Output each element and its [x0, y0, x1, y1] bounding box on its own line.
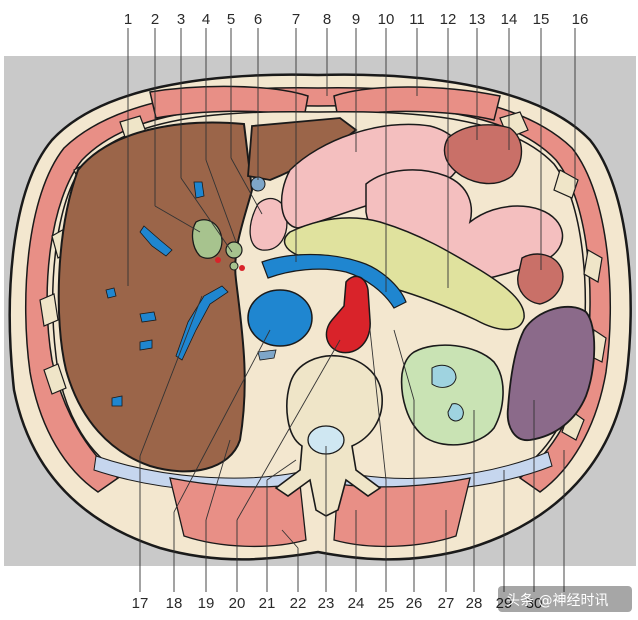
abdominal-wall-muscle [25, 87, 611, 493]
label-26: 26 [406, 595, 423, 612]
label-6: 6 [254, 11, 262, 28]
label-16: 16 [572, 11, 589, 28]
label-24: 24 [348, 595, 365, 612]
label-3: 3 [177, 11, 185, 28]
label-23: 23 [318, 595, 335, 612]
label-4: 4 [202, 11, 210, 28]
liver [57, 121, 254, 473]
renal-vein-small [257, 349, 277, 361]
label-5: 5 [227, 11, 235, 28]
watermark-text: 头条 @神经时讯 [506, 592, 608, 609]
renal-calyx [447, 403, 464, 422]
label-17: 17 [132, 595, 149, 612]
label-8: 8 [323, 11, 331, 28]
label-2: 2 [151, 11, 159, 28]
label-30: 30 [526, 595, 543, 612]
label-20: 20 [229, 595, 246, 612]
gallbladder [191, 219, 223, 259]
label-15: 15 [533, 11, 550, 28]
hepatic-artery-dot-2 [239, 265, 245, 271]
hepatic-artery-dot-1 [215, 257, 221, 263]
spleen [506, 305, 596, 441]
label-13: 13 [469, 11, 486, 28]
label-29: 29 [496, 595, 513, 612]
label-10: 10 [378, 11, 395, 28]
left-kidney [400, 344, 504, 446]
inferior-vena-cava [247, 289, 313, 347]
watermark: 头条 @神经时讯 [498, 586, 632, 612]
label-22: 22 [290, 595, 307, 612]
label-19: 19 [198, 595, 215, 612]
colon-haustra-lower [517, 253, 564, 305]
hepatic-vessels [105, 181, 229, 407]
label-9: 9 [352, 11, 360, 28]
bottom-labels: 17 18 19 20 21 22 23 24 25 26 27 28 29 3… [132, 595, 543, 612]
label-28: 28 [466, 595, 483, 612]
aorta [325, 275, 371, 354]
label-25: 25 [378, 595, 395, 612]
duodenum [249, 197, 288, 251]
renal-pelvis [431, 364, 457, 388]
leader-lines [127, 28, 576, 592]
label-11: 11 [409, 11, 425, 28]
bile-duct [225, 241, 243, 259]
splenic-vein [261, 253, 407, 309]
label-14: 14 [501, 11, 518, 28]
label-27: 27 [438, 595, 455, 612]
top-labels: 1 2 3 4 5 6 7 8 9 10 11 12 13 14 15 16 [124, 11, 589, 28]
label-7: 7 [292, 11, 300, 28]
colon-haustra-upper [443, 124, 523, 185]
watermark-backdrop [498, 586, 632, 612]
label-21: 21 [259, 595, 276, 612]
label-18: 18 [166, 595, 183, 612]
label-1: 1 [124, 11, 132, 28]
label-12: 12 [440, 11, 457, 28]
lymph-node-small [229, 261, 239, 271]
